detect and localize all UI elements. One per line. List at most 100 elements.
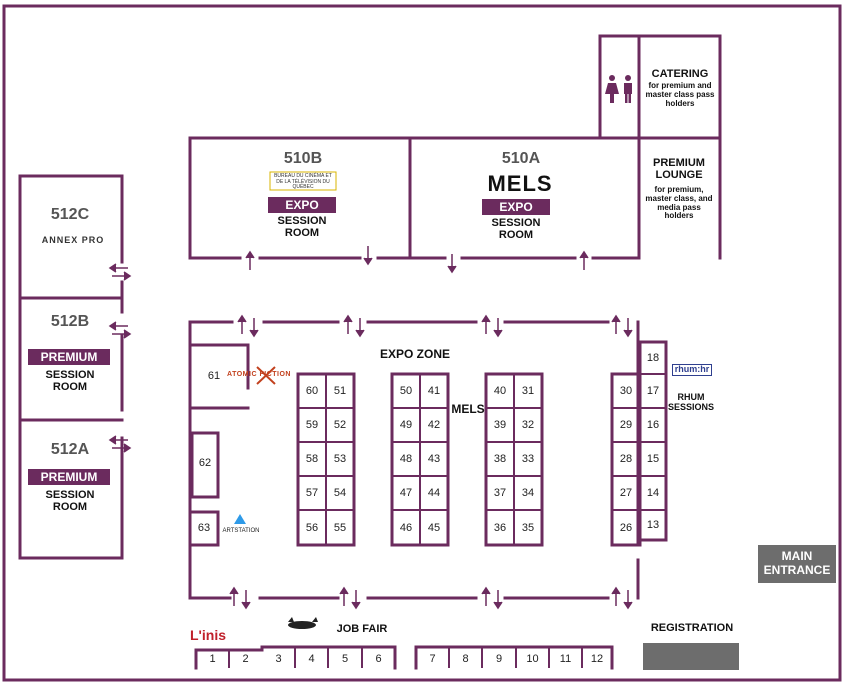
- booth-59[interactable]: 59: [305, 419, 319, 431]
- booth-60[interactable]: 60: [305, 385, 319, 397]
- job-fair-logo: [288, 617, 318, 629]
- lounge-title: PREMIUM LOUNGE: [653, 157, 705, 182]
- booth-16[interactable]: 16: [646, 419, 660, 431]
- booth-1[interactable]: 1: [209, 653, 216, 665]
- booth-36[interactable]: 36: [493, 521, 507, 534]
- rhum-logo: rhum:hr: [672, 364, 712, 376]
- room-510a-wall: [408, 136, 641, 260]
- booth-40[interactable]: 40: [493, 385, 507, 397]
- booth-47[interactable]: 47: [399, 487, 413, 499]
- booth-63[interactable]: 63: [197, 522, 211, 534]
- booth-58[interactable]: 58: [305, 453, 319, 465]
- booth-33[interactable]: 33: [521, 453, 535, 465]
- booth-grid-3: [486, 374, 542, 545]
- booth-grid-1: [298, 374, 354, 545]
- booth-9[interactable]: 9: [495, 653, 503, 665]
- artstation-logo: [234, 514, 246, 524]
- restroom-icon: [605, 75, 632, 103]
- booth-61-wall: [188, 343, 250, 410]
- room-512a-line1: SESSION: [45, 489, 95, 501]
- booth-34[interactable]: 34: [521, 487, 535, 499]
- room-510b-line1: SESSION: [277, 215, 327, 227]
- booth-38[interactable]: 38: [493, 453, 507, 465]
- booth-62-wall: [190, 431, 220, 499]
- booth-56[interactable]: 56: [305, 521, 319, 534]
- booth-18[interactable]: 18: [646, 352, 660, 364]
- booth-grid-5: [640, 373, 666, 511]
- booth-35[interactable]: 35: [521, 521, 535, 534]
- rhum-sessions-label: RHUM SESSIONS: [667, 392, 714, 412]
- booth-51[interactable]: 51: [333, 385, 347, 397]
- room-512b-tag: PREMIUM: [28, 349, 110, 365]
- room-512b-line2: ROOM: [52, 381, 88, 393]
- room-512b-title: 512B: [50, 313, 90, 330]
- booth-2[interactable]: 2: [242, 653, 249, 665]
- booth-49[interactable]: 49: [399, 419, 413, 431]
- booth-61[interactable]: 61: [207, 370, 221, 382]
- booth-46[interactable]: 46: [399, 521, 413, 534]
- bottom-booth-dividers: [228, 647, 583, 668]
- booth-53[interactable]: 53: [333, 453, 347, 465]
- booth-3[interactable]: 3: [275, 653, 282, 665]
- linis-logo: L'inis: [190, 627, 226, 643]
- booth-5[interactable]: 5: [341, 653, 349, 665]
- booth-37[interactable]: 37: [493, 487, 507, 499]
- room-510a-line2: ROOM: [498, 229, 534, 241]
- room-510a-line1: SESSION: [491, 217, 541, 229]
- booth-62[interactable]: 62: [198, 457, 212, 469]
- booth-27[interactable]: 27: [619, 487, 633, 499]
- booth-6[interactable]: 6: [375, 653, 382, 665]
- room-512c-title: 512C: [50, 206, 90, 223]
- registration-label: REGISTRATION: [650, 622, 734, 634]
- booth-48[interactable]: 48: [399, 453, 413, 465]
- outer-wall: [2, 4, 842, 682]
- booth-13[interactable]: 13: [646, 519, 660, 531]
- room-512a-title: 512A: [50, 441, 90, 458]
- booth-28[interactable]: 28: [619, 453, 633, 465]
- atomic-fiction-logo: [256, 366, 276, 385]
- booth-63-wall: [188, 510, 220, 547]
- room-512-walls: [18, 174, 124, 560]
- catering-subtitle: for premium and master class pass holder…: [645, 81, 715, 108]
- door-arrows: [108, 246, 633, 610]
- booth-54[interactable]: 54: [333, 487, 347, 499]
- booth-15[interactable]: 15: [646, 453, 660, 465]
- room-512a-tag: PREMIUM: [28, 469, 110, 485]
- booth-12[interactable]: 12: [590, 653, 604, 665]
- booth-50[interactable]: 50: [399, 385, 413, 397]
- booth-8[interactable]: 8: [462, 653, 469, 665]
- booth-14[interactable]: 14: [646, 487, 660, 499]
- bctq-logo-frame: [269, 171, 337, 191]
- booth-4[interactable]: 4: [308, 653, 315, 665]
- room-510a-title: 510A: [501, 150, 541, 167]
- room-510b-title: 510B: [283, 150, 323, 167]
- booth-52[interactable]: 52: [333, 419, 347, 431]
- booth-39[interactable]: 39: [493, 419, 507, 431]
- booth-44[interactable]: 44: [427, 487, 441, 499]
- booth-42[interactable]: 42: [427, 419, 441, 431]
- booth-55[interactable]: 55: [333, 521, 347, 534]
- mels-logo: MELS: [487, 171, 553, 196]
- booth-41[interactable]: 41: [427, 385, 441, 397]
- booth-31[interactable]: 31: [521, 385, 535, 397]
- booth-11[interactable]: 11: [559, 653, 572, 665]
- main-entrance[interactable]: MAIN ENTRANCE: [758, 545, 836, 583]
- booth-32[interactable]: 32: [521, 419, 535, 431]
- booth-29[interactable]: 29: [619, 419, 633, 431]
- booth-26[interactable]: 26: [619, 521, 633, 534]
- booth-30[interactable]: 30: [619, 385, 633, 397]
- booth-7[interactable]: 7: [429, 653, 436, 665]
- bottom-booths-right: [414, 645, 614, 670]
- booth-57[interactable]: 57: [305, 487, 319, 499]
- room-512b-line1: SESSION: [45, 369, 95, 381]
- catering-title: CATERING: [651, 68, 709, 80]
- atomic-fiction-label: ATOMIC FICTION: [227, 371, 291, 378]
- booth-17[interactable]: 17: [646, 385, 660, 397]
- room-510b-line2: ROOM: [284, 227, 320, 239]
- job-fair-label: JOB FAIR: [336, 623, 388, 635]
- expo-zone-wall: [188, 320, 640, 600]
- room-510b-tag: EXPO: [268, 197, 336, 213]
- booth-43[interactable]: 43: [427, 453, 441, 465]
- booth-45[interactable]: 45: [427, 521, 441, 534]
- booth-10[interactable]: 10: [526, 653, 539, 665]
